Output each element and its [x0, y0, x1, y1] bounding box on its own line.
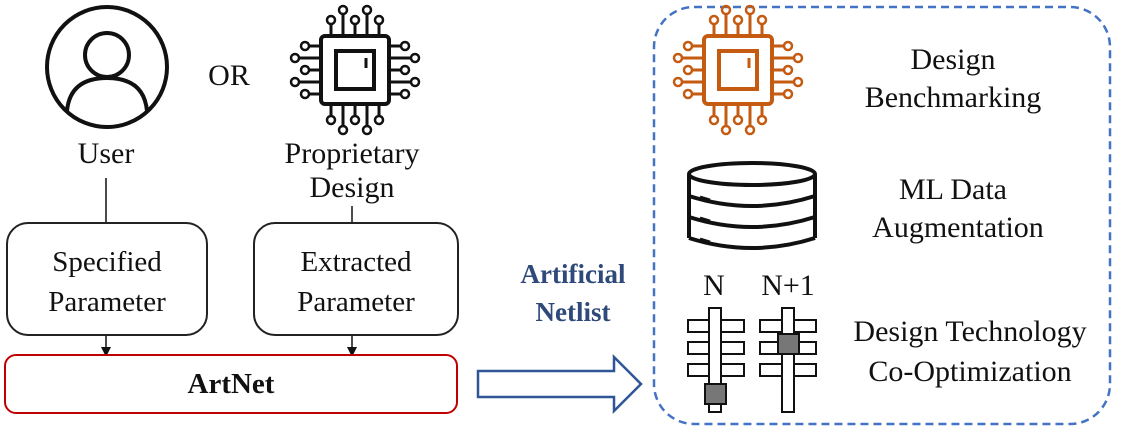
or-label: OR: [208, 59, 250, 92]
extracted-line1: Extracted: [300, 246, 412, 278]
user-icon: [45, 5, 169, 129]
benchmark-chip-icon: [672, 4, 804, 136]
node-n1-label: N+1: [761, 269, 815, 302]
ml-line2: Augmentation: [872, 211, 1044, 244]
user-label: User: [77, 137, 135, 170]
dtco-line2: Co-Optimization: [868, 355, 1072, 388]
artificial-netlist-line2: Netlist: [535, 297, 611, 327]
chip-icon: [289, 4, 421, 136]
specified-line1: Specified: [52, 246, 162, 278]
database-icon: [687, 161, 817, 250]
dtco-line1: Design Technology: [853, 315, 1087, 348]
transistor-n-icon: [687, 307, 745, 413]
artnet-label: ArtNet: [187, 368, 275, 400]
benchmark-line1: Design: [910, 43, 996, 76]
proprietary-label: Proprietary: [284, 137, 420, 170]
specified-line2: Parameter: [48, 286, 166, 318]
node-n-label: N: [703, 269, 725, 302]
applications-panel: [652, 5, 1112, 426]
specified-parameter-box: Specified Parameter: [6, 222, 208, 336]
extracted-parameter-box: Extracted Parameter: [253, 222, 459, 336]
ml-line1: ML Data: [898, 173, 1008, 206]
artnet-box: ArtNet: [4, 354, 458, 414]
design-label: Design: [309, 171, 395, 204]
extracted-line2: Parameter: [297, 286, 415, 318]
artificial-netlist-line1: Artificial: [520, 259, 626, 289]
benchmark-line2: Benchmarking: [864, 81, 1042, 114]
flow-arrow: [476, 353, 643, 415]
transistor-n1-icon: [759, 307, 817, 413]
